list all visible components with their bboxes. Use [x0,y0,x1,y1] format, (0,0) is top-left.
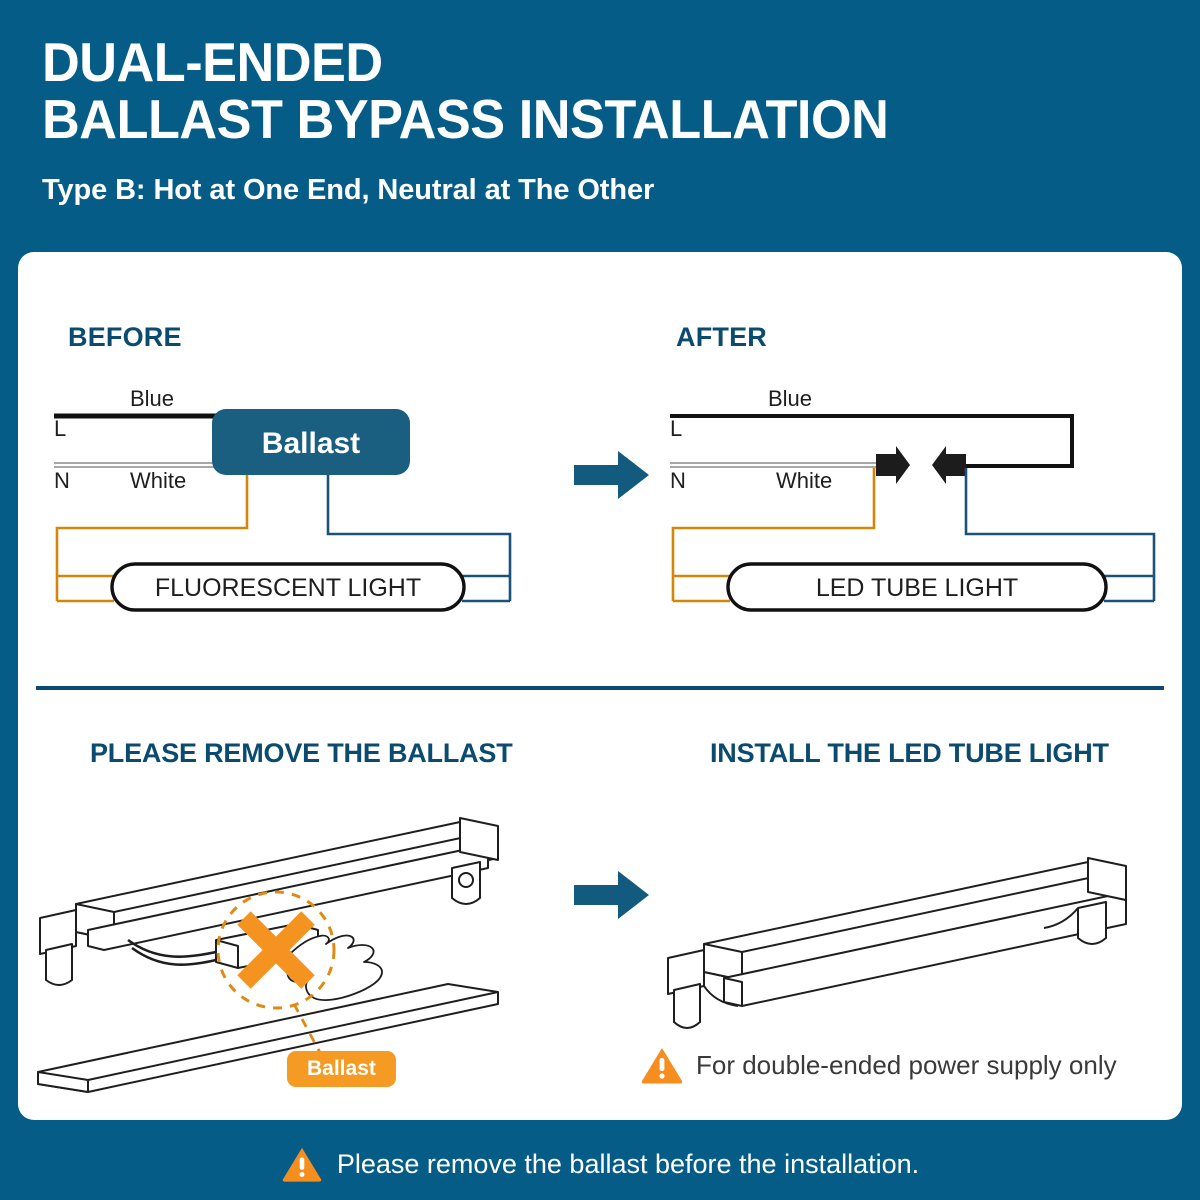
top-transition-arrow-icon [574,451,649,499]
led-tube-body [726,562,1108,612]
fluorescent-lamp-label: FLUORESCENT LIGHT [155,574,421,602]
blue-wire-label: Blue [768,386,812,411]
ballast-box [212,409,410,475]
live-terminal-label: L [54,416,66,441]
ballast-callout-badge-label: Ballast [307,1057,376,1080]
socket-bracket-left [703,985,739,1007]
warning-triangle-icon [641,1048,683,1084]
ballast-box-label: Ballast [262,427,360,460]
blue-wire-path [964,468,1156,601]
x-mark-icon [237,911,315,989]
fluorescent-lamp-body [110,562,466,612]
orange-wire-path [671,468,876,601]
double-ended-note-text: For double-ended power supply only [696,1049,1117,1080]
reflector-channel-edge [87,991,499,1081]
page-title-line-2: BALLAST BYPASS INSTALLATION [42,88,889,150]
led-tube-edge [723,977,743,1006]
remove-ballast-section-title: PLEASE REMOVE THE BALLAST [90,738,513,768]
socket-bracket-right [1043,907,1079,929]
dashed-circle-icon [216,890,336,1010]
neutral-terminal-label: N [54,468,70,493]
socket-hole-right [458,872,474,888]
panel-divider [36,686,1164,690]
socket-pin-right [1077,901,1107,945]
led-tube-label: LED TUBE LIGHT [816,574,1018,602]
live-wire-bypass-path [670,414,1074,468]
fixture-housing-edge [113,829,499,913]
socket-pin-left [45,943,73,986]
install-tube-section-title: INSTALL THE LED TUBE LIGHT [710,738,1109,768]
end-cap-right [459,817,499,861]
footer-warning-text: Please remove the ballast before the ins… [336,1148,920,1179]
footer-warning-bar: Please remove the ballast before the ins… [0,1128,1200,1200]
page-subtitle: Type B: Hot at One End, Neutral at The O… [42,174,655,206]
connector-plug-right-icon [932,446,966,484]
page-title-line-1: DUAL-ENDED [42,31,383,93]
ballast-wire-lead-b [131,946,217,967]
socket-pin-left [673,983,701,1029]
fixture-housing-edge [741,869,1127,953]
white-wire-label: White [776,468,832,493]
page-header: DUAL-ENDED BALLAST BYPASS INSTALLATION T… [42,34,1102,207]
after-wiring-diagram: LED TUBE LIGHT L Blue N White [670,386,1156,612]
ballast-wire-lead-a [127,938,217,959]
white-wire-label: White [130,468,186,493]
blue-wire-path [326,475,512,601]
before-section-title: BEFORE [68,322,182,352]
before-wiring-diagram: Ballast FLUORESCENT LIGHT L Blue N White [54,386,512,612]
install-led-tube-illustration [667,857,1127,1029]
connector-plug-left-icon [876,446,910,484]
end-cap-left [39,909,77,955]
ballast-callout-badge: Ballast [287,1051,396,1087]
warning-triangle-icon [282,1147,322,1182]
remove-ballast-illustration [37,817,499,1093]
orange-wire-path [55,475,249,601]
after-section-title: AFTER [676,322,767,352]
content-card: BEFORE AFTER PLEASE REMOVE THE BALLAST I… [18,252,1182,1120]
neutral-terminal-label: N [670,468,686,493]
end-cap-right [1087,857,1127,901]
live-terminal-label: L [670,416,682,441]
ballast-module-edge [215,939,239,968]
bottom-transition-arrow-icon [574,871,649,919]
reflector-channel-end [37,1071,89,1093]
blue-wire-label: Blue [130,386,174,411]
double-ended-note: For double-ended power supply only [640,1045,1117,1085]
